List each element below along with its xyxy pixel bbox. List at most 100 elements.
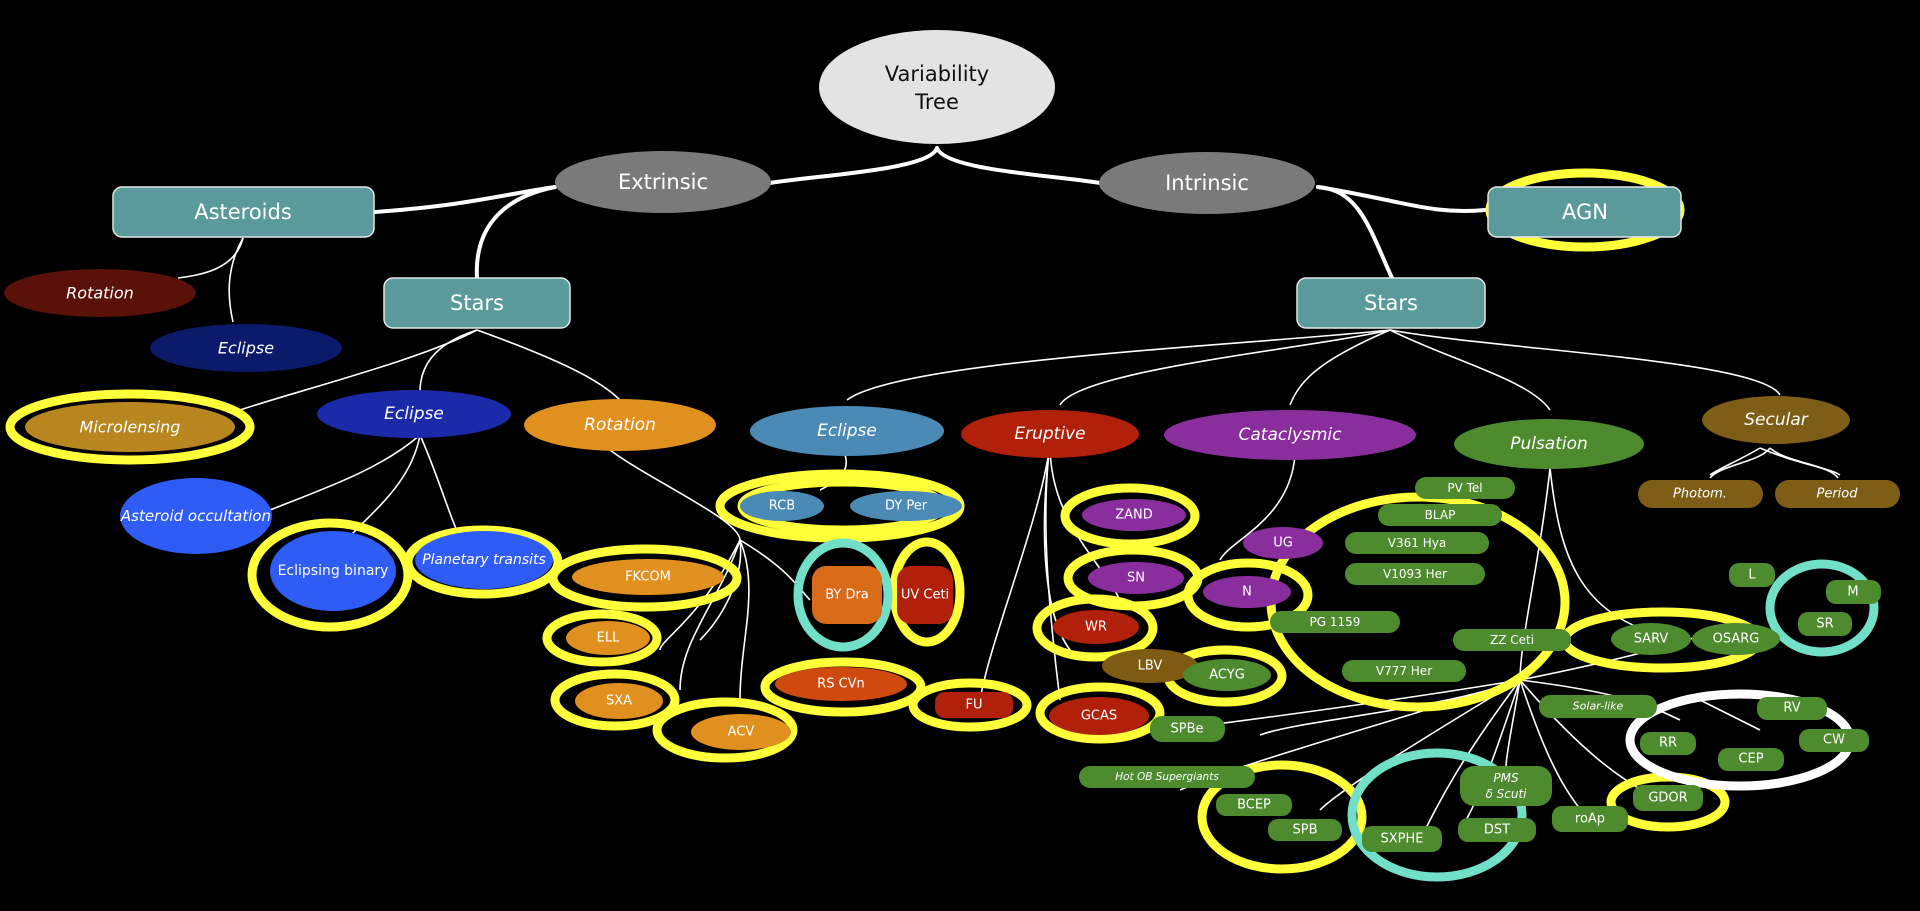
thick-connectors: [373, 146, 1487, 280]
n-node: N: [1203, 576, 1291, 608]
sn-node: SN: [1088, 562, 1184, 594]
period-node: Period: [1775, 480, 1900, 508]
spbe-node: SPBe: [1150, 716, 1225, 742]
pg-1159-label: PG 1159: [1310, 615, 1361, 629]
v777-her-node: V777 Her: [1342, 660, 1466, 682]
microlensing-label: Microlensing: [80, 418, 181, 437]
rr-label: RR: [1659, 736, 1677, 751]
asteroid-eclipse-node: Eclipse: [150, 324, 342, 372]
ell-node: ELL: [566, 621, 650, 655]
v1093-her-node: V1093 Her: [1345, 563, 1485, 585]
eruptive-label: Eruptive: [1014, 424, 1085, 444]
rv-label: RV: [1783, 701, 1800, 716]
rcb-node: RCB: [740, 491, 824, 521]
v777-her-label: V777 Her: [1376, 664, 1432, 678]
cataclysmic-node: Cataclysmic: [1164, 410, 1416, 460]
pv-tel-label: PV Tel: [1447, 481, 1482, 495]
m-label: M: [1847, 585, 1858, 600]
intrinsic-stars-label: Stars: [1364, 291, 1418, 315]
intrinsic-stars-node: Stars: [1296, 277, 1486, 329]
bcep-node: BCEP: [1216, 794, 1292, 816]
v1093-her-label: V1093 Her: [1383, 567, 1447, 581]
blap-node: BLAP: [1378, 504, 1502, 526]
lbv-node: LBV: [1102, 649, 1198, 683]
cyan-highlights: [793, 538, 1879, 882]
osarg-node: OSARG: [1692, 623, 1780, 655]
sarv-node: SARV: [1611, 623, 1691, 655]
delta-scuti-label: δ Scuti: [1485, 787, 1527, 801]
gcas-node: GCAS: [1049, 697, 1149, 735]
rv-node: RV: [1757, 697, 1827, 720]
asteroid-rotation-label: Rotation: [66, 284, 134, 303]
acyg-node: ACYG: [1183, 659, 1271, 691]
pulsation-node: Pulsation: [1454, 419, 1644, 469]
cep-node: CEP: [1718, 748, 1784, 771]
sxa-node: SXA: [575, 683, 663, 719]
planetary-transits-node: Planetary transits: [415, 531, 553, 589]
sxphe-node: SXPHE: [1362, 826, 1442, 852]
gdor-label: GDOR: [1648, 791, 1687, 806]
ug-node: UG: [1243, 527, 1323, 559]
root-label-line2: Tree: [914, 90, 959, 114]
root-node: Variability Tree: [819, 30, 1055, 144]
fkcom-node: FKCOM: [572, 559, 724, 595]
wr-label: WR: [1085, 620, 1107, 635]
zz-ceti-node: ZZ Ceti: [1453, 629, 1571, 651]
acv-node: ACV: [691, 714, 791, 750]
l-node: L: [1729, 563, 1775, 587]
rs-cvn-node: RS CVn: [775, 667, 907, 701]
spbe-label: SPBe: [1170, 722, 1203, 737]
cataclysmic-label: Cataclysmic: [1239, 425, 1343, 445]
dst-label: DST: [1484, 823, 1510, 838]
solar-like-label: Solar-like: [1573, 700, 1624, 713]
uv-ceti-node: UV Ceti: [897, 566, 953, 624]
agn-node: AGN: [1487, 186, 1682, 238]
agn-label: AGN: [1562, 200, 1608, 224]
secular-connectors: [1709, 447, 1839, 479]
fkcom-label: FKCOM: [625, 570, 671, 585]
l-label: L: [1748, 568, 1756, 583]
wr-node: WR: [1053, 610, 1139, 644]
secular-label: Secular: [1744, 410, 1809, 430]
asteroid-eclipse-label: Eclipse: [218, 339, 274, 358]
intrinsic-label: Intrinsic: [1165, 171, 1249, 195]
sarv-label: SARV: [1634, 632, 1669, 647]
osarg-label: OSARG: [1713, 632, 1760, 647]
intrinsic-eclipse-node: Eclipse: [750, 406, 944, 456]
pms-label: PMS: [1493, 771, 1519, 785]
eclipsing-binary-label: Eclipsing binary: [278, 563, 389, 579]
extrinsic-rotation-node: Rotation: [524, 399, 716, 451]
by-dra-node: BY Dra: [812, 566, 882, 624]
fu-label: FU: [966, 698, 983, 713]
dst-node: DST: [1458, 818, 1536, 842]
dy-per-node: DY Per: [850, 491, 962, 521]
microlensing-node: Microlensing: [25, 402, 235, 452]
pms-delta-scuti-node: PMS δ Scuti: [1460, 766, 1552, 806]
spb-node: SPB: [1268, 819, 1342, 841]
rs-cvn-label: RS CVn: [817, 677, 865, 692]
spb-label: SPB: [1292, 823, 1317, 838]
planetary-transits-label: Planetary transits: [422, 552, 546, 568]
extrinsic-eclipse-label: Eclipse: [384, 404, 444, 424]
lbv-label: LBV: [1138, 659, 1163, 674]
sxa-label: SXA: [606, 694, 632, 709]
ell-label: ELL: [597, 631, 620, 646]
m-node: M: [1826, 580, 1881, 604]
roap-node: roAp: [1552, 806, 1628, 832]
rr-node: RR: [1640, 732, 1696, 755]
zz-ceti-label: ZZ Ceti: [1490, 633, 1534, 647]
sn-label: SN: [1127, 571, 1145, 586]
fu-node: FU: [935, 692, 1013, 718]
eclipsing-binary-node: Eclipsing binary: [270, 531, 396, 611]
photom-label: Photom.: [1673, 487, 1727, 502]
pg-1159-node: PG 1159: [1270, 611, 1400, 633]
pulsation-label: Pulsation: [1510, 434, 1588, 454]
hot-ob-node: Hot OB Supergiants: [1079, 766, 1255, 788]
zand-label: ZAND: [1115, 508, 1153, 523]
solar-like-node: Solar-like: [1539, 695, 1657, 718]
sxphe-label: SXPHE: [1381, 832, 1424, 847]
extrinsic-node: Extrinsic: [555, 151, 771, 213]
secular-node: Secular: [1702, 396, 1850, 444]
uv-ceti-label: UV Ceti: [901, 588, 949, 603]
